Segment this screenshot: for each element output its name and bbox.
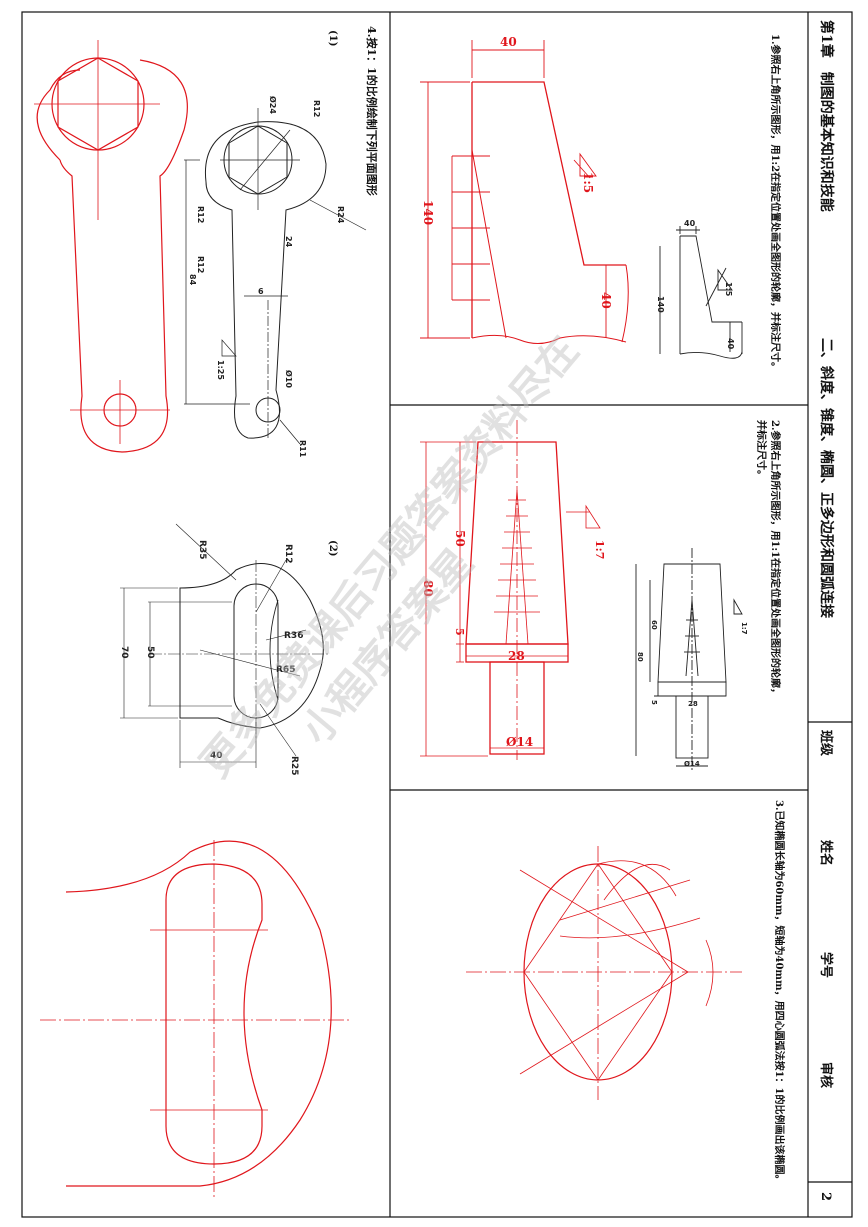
ex4-2-dim-r12: R12 — [283, 544, 293, 563]
ex4-1-dim-r24: R24 — [336, 206, 345, 224]
page-number: 2 — [818, 1192, 833, 1201]
exercise-4-part2-label: (2) — [327, 540, 338, 556]
exercise-3-text: 3.已知椭圆长轴为60mm，短轴为40mm，用四心圆弧法按1：1的比例画出该椭圆… — [773, 800, 786, 1185]
ex4-part2-answer-drawing — [40, 840, 350, 1200]
ex1-ref-dim-height: 140 — [656, 296, 665, 313]
student-id-label: 学号 — [818, 952, 834, 978]
ex2-reference-drawing — [635, 548, 743, 770]
ex1-ans-dim-height: 140 — [421, 200, 435, 225]
ex4-1-dim-d24b: 24 — [284, 236, 293, 248]
ex2-ans-taper: 1:7 — [593, 540, 606, 559]
ex4-2-dim-r36: R36 — [284, 631, 303, 641]
class-label: 班级 — [818, 730, 834, 757]
ex2-ref-dim-w: 28 — [688, 700, 698, 708]
ex4-part2-reference-drawing — [120, 523, 330, 768]
ex2-ref-dim-d: Ø14 — [684, 760, 700, 768]
ex4-1-dim-d10: Ø10 — [284, 370, 294, 388]
ex4-1-dim-len84: 84 — [188, 274, 197, 286]
ex2-ans-dim-w: 28 — [508, 649, 525, 663]
ex4-1-dim-d24a: Ø24 — [268, 96, 278, 114]
ex2-ans-dim-d: Ø14 — [506, 735, 533, 749]
ex1-ref-slope: 1:5 — [724, 282, 733, 297]
exercise-4-text: 4.按1：1的比例绘制下列平面图形 — [365, 26, 379, 196]
chapter-title: 第1章 制图的基本知识和技能 — [818, 20, 835, 212]
ex4-part1-answer-drawing — [34, 40, 188, 453]
ex2-ans-dim-h1: 50 — [453, 530, 467, 547]
watermark: 更多免费课后习题答案资料尽在 小程序答案星 — [192, 328, 587, 787]
ex4-2-dim-r65: R65 — [276, 665, 295, 675]
ex4-2-dim-r25: R25 — [289, 756, 299, 775]
ex4-1-taper: 1:25 — [216, 360, 225, 380]
ex1-ans-slope: 1:5 — [581, 172, 595, 193]
ex1-ans-dim-step: 40 — [599, 292, 613, 309]
review-label: 审核 — [818, 1062, 834, 1088]
ex2-answer-drawing — [420, 420, 601, 760]
exercise-2-text-line1: 2.参照右上角所示图形，用1:1在指定位置处画全图形的轮廓， — [769, 420, 782, 698]
name-label: 姓名 — [818, 839, 834, 866]
ex4-1-dim-r12a: R12 — [312, 100, 321, 117]
ex2-ans-dim-h2: 80 — [421, 580, 435, 597]
ex4-1-dim-r11: R11 — [298, 440, 307, 458]
exercise-1-text: 1.参照右上角所示图形，用1:2在指定位置处画全图形的轮廓，并标注尺寸。 — [769, 34, 782, 372]
ex4-2-dim-h50: 50 — [145, 646, 155, 659]
ex2-ans-dim-h3: 5 — [453, 628, 466, 636]
ex1-ref-dim-step: 40 — [726, 338, 735, 350]
ex3-ellipse-drawing — [466, 846, 742, 1100]
section-title: 二、斜度、锥度、椭圆、正多边形和圆弧连接 — [818, 338, 835, 618]
exercise-4-part1-label: (1) — [327, 30, 338, 46]
ex4-2-dim-w40: 40 — [210, 751, 223, 761]
sheet-frame — [21, 11, 853, 1218]
ex1-ans-dim-top: 40 — [500, 35, 517, 49]
ex2-ref-taper: 1:7 — [740, 622, 748, 635]
ex2-ref-dim-h2: 80 — [636, 652, 644, 662]
ex4-1-dim-r12c: R12 — [196, 256, 205, 273]
ex1-answer-drawing — [420, 40, 629, 344]
ex4-2-dim-h70: 70 — [119, 646, 129, 659]
ex4-2-dim-r35: R35 — [197, 540, 207, 559]
ex4-1-dim-r12b: R12 — [196, 206, 205, 223]
ex1-reference-drawing — [659, 226, 743, 359]
ex2-ref-dim-h1: 60 — [650, 620, 658, 630]
ex4-1-dim-w6: 6 — [258, 287, 264, 296]
exercise-2-text-line2: 并标注尺寸。 — [755, 420, 768, 480]
ex2-ref-dim-h3: 5 — [650, 700, 658, 705]
ex4-part1-reference-drawing — [184, 108, 367, 445]
ex1-ref-dim-top: 40 — [684, 219, 696, 228]
